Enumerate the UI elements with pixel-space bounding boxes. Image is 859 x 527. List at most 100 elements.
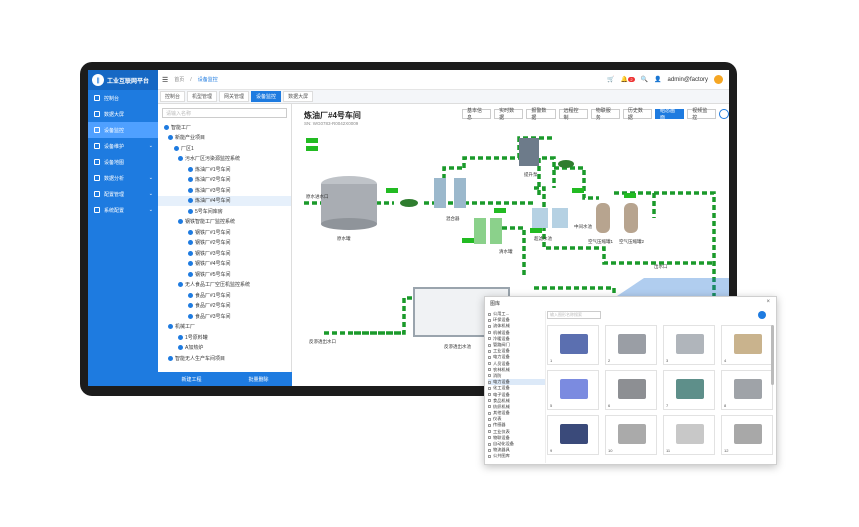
- tree-node[interactable]: 1号原料罐: [158, 332, 291, 343]
- close-icon[interactable]: ×: [766, 299, 770, 305]
- breadcrumb-home[interactable]: 首页: [174, 77, 185, 83]
- tab-history[interactable]: 历史数据: [622, 108, 653, 121]
- tree-node[interactable]: 厂区1: [158, 143, 291, 154]
- gallery-category[interactable]: 物流器具: [488, 447, 545, 453]
- gallery-category[interactable]: 流体机械: [488, 323, 545, 329]
- tree-node[interactable]: 机械工厂: [158, 322, 291, 333]
- sidebar-item-monitor[interactable]: 设备监控: [88, 122, 158, 138]
- gallery-category[interactable]: 仪表: [488, 416, 545, 422]
- wrench-icon: [94, 143, 100, 149]
- gallery-category[interactable]: 公用工...: [488, 311, 545, 317]
- scrollbar[interactable]: [771, 325, 774, 385]
- tree-node[interactable]: 食品厂#2号车间: [158, 301, 291, 312]
- gallery-category[interactable]: 电力设备: [488, 379, 545, 386]
- sidebar-item-maintenance[interactable]: 设备维护⌄: [88, 138, 158, 154]
- tree-node[interactable]: A加热炉: [158, 343, 291, 354]
- gallery-search-button[interactable]: [758, 311, 766, 319]
- tree-node[interactable]: 新能产业项目: [158, 133, 291, 144]
- gallery-category[interactable]: 环保设备: [488, 317, 545, 323]
- tree-node[interactable]: 5号车间库房: [158, 206, 291, 217]
- gallery-category[interactable]: 工业仪表: [488, 429, 545, 435]
- tab-scada[interactable]: 组态画面: [655, 108, 685, 121]
- tree-node[interactable]: 钢铁厂#3号车间: [158, 248, 291, 259]
- node-icon: [174, 145, 179, 151]
- gallery-category[interactable]: 管路阀门: [488, 342, 545, 348]
- sidebar-item-bigscreen[interactable]: 数据大屏: [88, 106, 158, 122]
- tree-node[interactable]: 无人食品工厂空压机监控系统: [158, 280, 291, 291]
- gallery-category[interactable]: 其他设备: [488, 410, 545, 416]
- gallery-item[interactable]: 11: [663, 415, 715, 455]
- tab-remote[interactable]: 远程控制: [558, 108, 588, 121]
- sidebar-item-map[interactable]: 设备地图: [88, 154, 158, 170]
- tree-node[interactable]: 炼油厂#4号车间: [158, 195, 291, 206]
- gallery-category[interactable]: 农林机械: [488, 367, 545, 373]
- tree-node[interactable]: 智能工厂: [158, 122, 291, 133]
- gallery-item[interactable]: 8: [721, 370, 773, 410]
- gallery-category[interactable]: 电子设备: [488, 391, 545, 397]
- gallery-item[interactable]: 5: [547, 370, 599, 410]
- sidebar-item-analysis[interactable]: 数据分析⌄: [88, 170, 158, 186]
- settings-icon[interactable]: [719, 109, 729, 119]
- tree-node[interactable]: 污水厂区污染源监控系统: [158, 154, 291, 165]
- search-icon[interactable]: 🔍: [640, 77, 649, 83]
- new-project-button[interactable]: 新建工程: [181, 376, 202, 383]
- tab-console[interactable]: 控制台: [160, 91, 186, 102]
- user-name[interactable]: admin@factory: [667, 76, 708, 83]
- gallery-item[interactable]: 6: [605, 370, 657, 410]
- menu-toggle-icon[interactable]: ☰: [162, 76, 169, 84]
- cart-icon[interactable]: 🛒: [607, 77, 615, 83]
- gallery-item[interactable]: 4: [721, 325, 773, 365]
- tree-node[interactable]: 智能无人生产车间项目: [158, 353, 291, 364]
- gallery-search-input[interactable]: 输入图形名称搜索: [547, 311, 601, 319]
- tab-models[interactable]: 机型管理: [187, 91, 218, 102]
- gallery-category-label: 农林机械: [493, 366, 510, 372]
- tab-basic-info[interactable]: 基本信息: [462, 108, 492, 121]
- tab-gateways[interactable]: 网关管理: [219, 91, 250, 102]
- tree-node[interactable]: 食品厂#1号车间: [158, 290, 291, 301]
- tab-monitor[interactable]: 设备监控: [251, 91, 282, 102]
- tree-node[interactable]: 钢铁智能工厂监控系统: [158, 217, 291, 228]
- gallery-category[interactable]: 冷暖设备: [488, 336, 545, 342]
- tree-node[interactable]: 钢铁厂#1号车间: [158, 227, 291, 238]
- tree-node[interactable]: 钢铁厂#5号车间: [158, 269, 291, 280]
- gallery-category[interactable]: 消防: [488, 373, 545, 379]
- chart-icon: [94, 175, 100, 181]
- tree-node[interactable]: 炼油厂#1号车间: [158, 164, 291, 175]
- tree-node[interactable]: 食品厂#3号车间: [158, 311, 291, 322]
- sidebar-item-config[interactable]: 配置管理⌄: [88, 186, 158, 202]
- tree-node[interactable]: 炼油厂#3号车间: [158, 185, 291, 196]
- tree-search-input[interactable]: 请输入名称: [162, 108, 287, 118]
- user-icon[interactable]: 👤: [654, 77, 662, 83]
- gallery-item[interactable]: 2: [605, 325, 657, 365]
- batch-delete-button[interactable]: 批量删除: [248, 376, 269, 383]
- tab-bigscreen[interactable]: 数据大屏: [283, 91, 314, 102]
- gallery-category[interactable]: 人员设备: [488, 361, 545, 367]
- tree-node[interactable]: 钢铁厂#4号车间: [158, 259, 291, 270]
- gallery-item[interactable]: 12: [721, 415, 773, 455]
- tab-video[interactable]: 视频监控: [687, 108, 717, 121]
- gallery-category[interactable]: 纺织机械: [488, 404, 545, 410]
- avatar[interactable]: [714, 75, 723, 84]
- gallery-item[interactable]: 9: [547, 415, 599, 455]
- tab-services[interactable]: 物联服务: [590, 108, 620, 121]
- tree-node[interactable]: 钢铁厂#2号车间: [158, 238, 291, 249]
- bell-icon[interactable]: 🔔2: [620, 77, 635, 83]
- gallery-category[interactable]: 工业设备: [488, 348, 545, 354]
- gallery-item[interactable]: 1: [547, 325, 599, 365]
- gallery-category[interactable]: 电力设备: [488, 354, 545, 360]
- gallery-category[interactable]: 物联设备: [488, 435, 545, 441]
- gallery-item[interactable]: 10: [605, 415, 657, 455]
- gallery-category[interactable]: 传感器: [488, 422, 545, 428]
- gallery-category[interactable]: 公共图库: [488, 453, 545, 459]
- sidebar-item-dashboard[interactable]: 控制台: [88, 90, 158, 106]
- gallery-category[interactable]: 食品机械: [488, 398, 545, 404]
- gallery-category[interactable]: 化工设备: [488, 385, 545, 391]
- gallery-item[interactable]: 3: [663, 325, 715, 365]
- tree-node[interactable]: 炼油厂#2号车间: [158, 175, 291, 186]
- gallery-category[interactable]: 机械设备: [488, 330, 545, 336]
- tab-alarms[interactable]: 报警数据: [526, 108, 556, 121]
- gallery-category[interactable]: 自动化设备: [488, 441, 545, 447]
- sidebar-item-system[interactable]: 系统配置⌄: [88, 202, 158, 218]
- gallery-item[interactable]: 7: [663, 370, 715, 410]
- tab-realtime[interactable]: 实时数据: [494, 108, 524, 121]
